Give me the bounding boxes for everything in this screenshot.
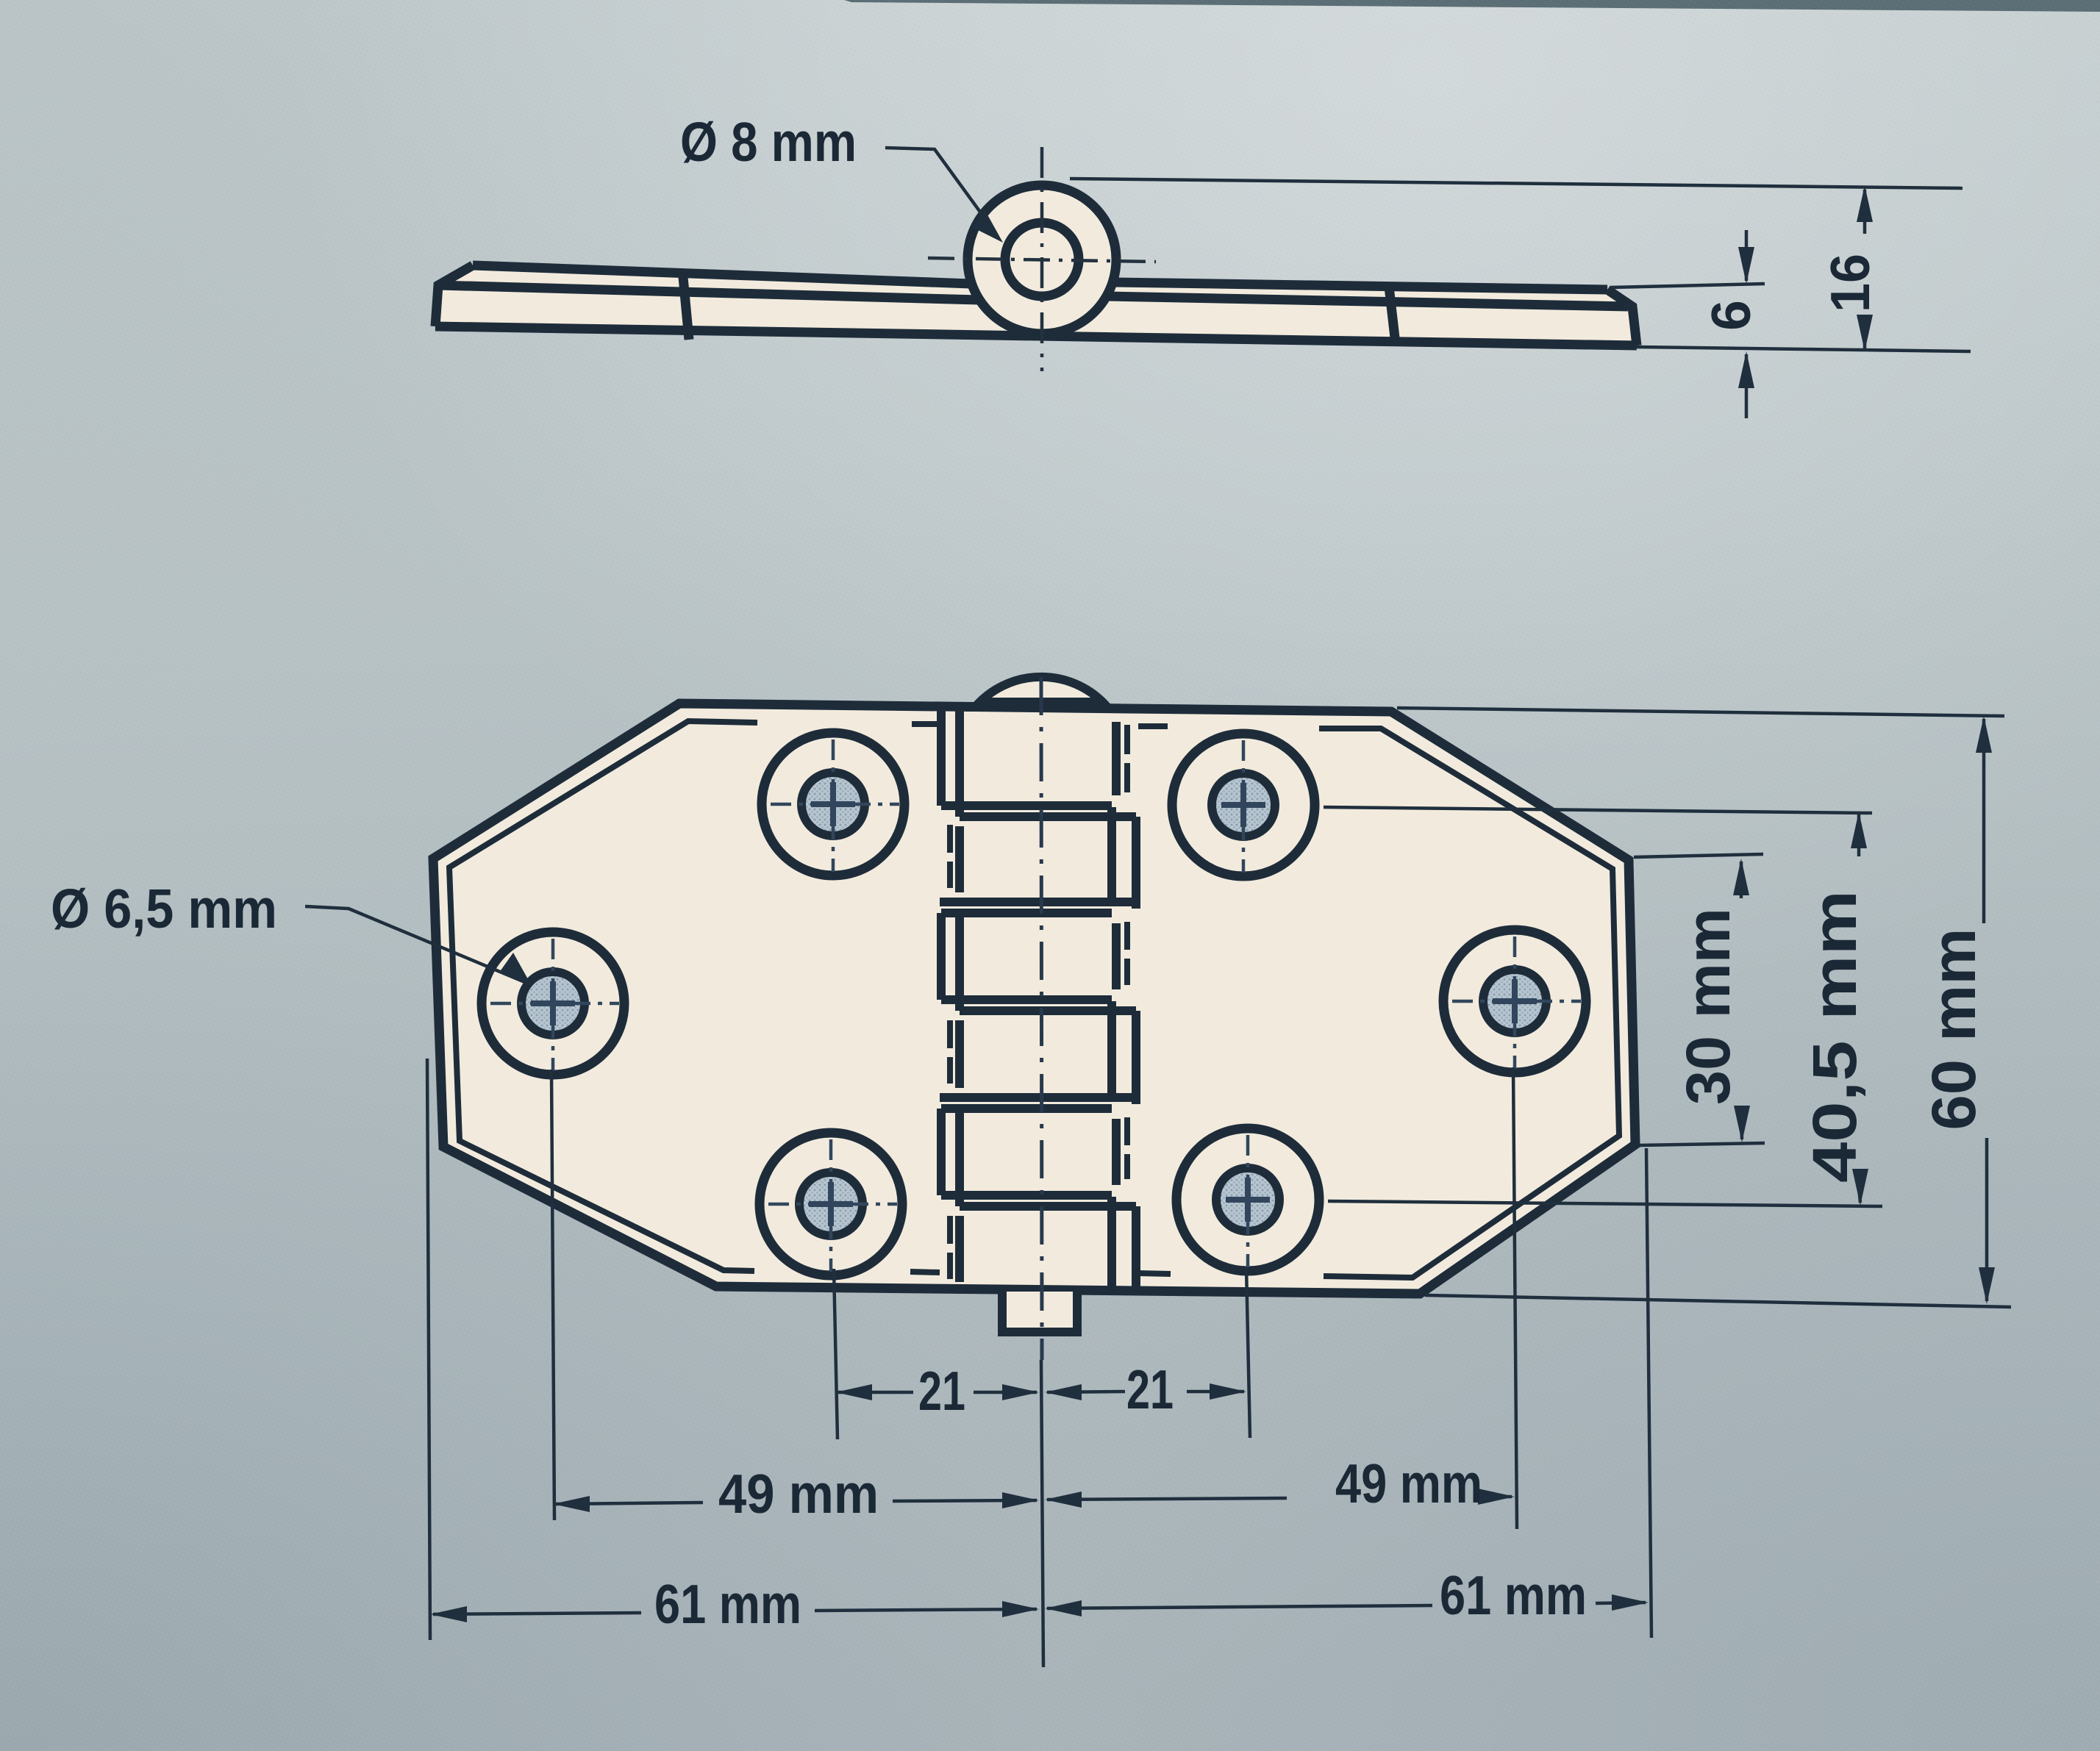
svg-text:30 mm: 30 mm [1674,908,1743,1105]
svg-text:61 mm: 61 mm [654,1573,801,1635]
svg-text:Ø 8 mm: Ø 8 mm [680,111,857,173]
svg-text:40,5 mm: 40,5 mm [1800,890,1869,1183]
svg-text:49 mm: 49 mm [1335,1453,1482,1514]
svg-text:60 mm: 60 mm [1919,928,1988,1131]
svg-text:Ø 6,5 mm: Ø 6,5 mm [51,878,277,939]
svg-text:49 mm: 49 mm [718,1463,879,1525]
svg-text:21: 21 [1126,1358,1174,1420]
svg-text:21: 21 [918,1360,965,1422]
svg-text:16: 16 [1819,254,1881,312]
svg-text:61 mm: 61 mm [1440,1564,1587,1626]
svg-text:6: 6 [1700,300,1762,331]
